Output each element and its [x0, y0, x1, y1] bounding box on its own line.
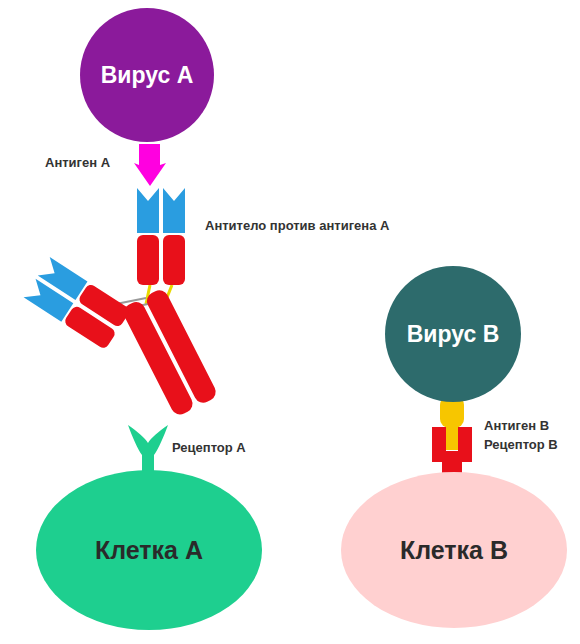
part-label: Антиген А: [45, 155, 110, 170]
part-label: Рецептор А: [172, 440, 246, 455]
part-label: Рецептор В: [484, 437, 558, 452]
node-title: Клетка В: [341, 472, 567, 628]
virus-circle: Вирус А: [80, 8, 214, 142]
node-shape: [341, 472, 567, 628]
node-title: Клетка А: [36, 470, 262, 630]
node-title: Вирус А: [80, 8, 214, 142]
part-label: Антитело против антигена А: [205, 218, 389, 233]
antibody-arm: [24, 257, 131, 350]
node-shape: [385, 266, 521, 402]
antibody-arm: [137, 188, 185, 285]
virus-circle: Вирус В: [385, 266, 521, 402]
node-shape: [36, 470, 262, 630]
node-shape: [80, 8, 214, 142]
antibody-stalk: [121, 287, 219, 417]
cell-ellipse: Клетка А: [36, 470, 262, 630]
antigen-a-shape: [134, 144, 166, 186]
cell-ellipse: Клетка В: [341, 472, 567, 628]
part-label: Антиген В: [484, 418, 549, 433]
node-title: Вирус В: [385, 266, 521, 402]
